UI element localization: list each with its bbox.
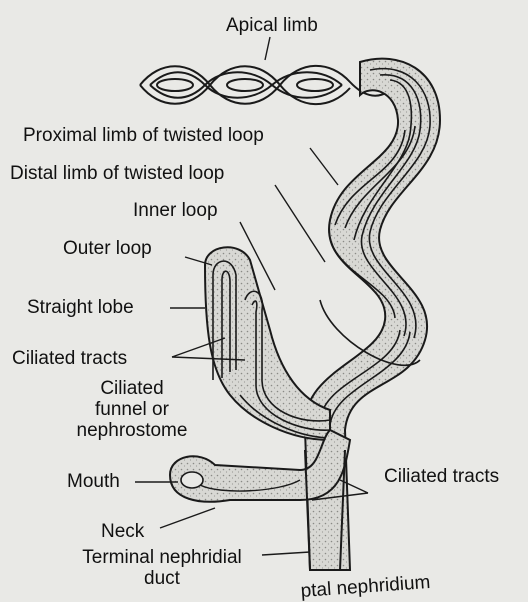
straight-lobe-shape <box>205 247 340 440</box>
label-inner-loop: Inner loop <box>133 200 218 221</box>
label-terminal-duct-line2: duct <box>57 568 267 589</box>
label-neck: Neck <box>101 521 144 542</box>
label-ciliated-tracts-left: Ciliated tracts <box>12 348 127 369</box>
label-distal-limb: Distal limb of twisted loop <box>10 163 224 184</box>
label-ciliated-tracts-right: Ciliated tracts <box>384 466 499 487</box>
label-terminal-duct-line1: Terminal nephridial <box>57 547 267 568</box>
label-ciliated-funnel-line3: nephrostome <box>62 420 202 441</box>
label-terminal-duct: Terminal nephridial duct <box>57 547 267 589</box>
apical-limb-shape <box>140 66 392 104</box>
label-ciliated-funnel-line2: funnel or <box>62 399 202 420</box>
label-mouth: Mouth <box>67 471 120 492</box>
label-straight-lobe: Straight lobe <box>27 297 134 318</box>
label-outer-loop: Outer loop <box>63 238 152 259</box>
label-proximal-limb: Proximal limb of twisted loop <box>23 125 264 146</box>
label-ciliated-funnel: Ciliated funnel or nephrostome <box>62 378 202 441</box>
label-apical-limb: Apical limb <box>226 15 318 36</box>
label-ciliated-funnel-line1: Ciliated <box>62 378 202 399</box>
